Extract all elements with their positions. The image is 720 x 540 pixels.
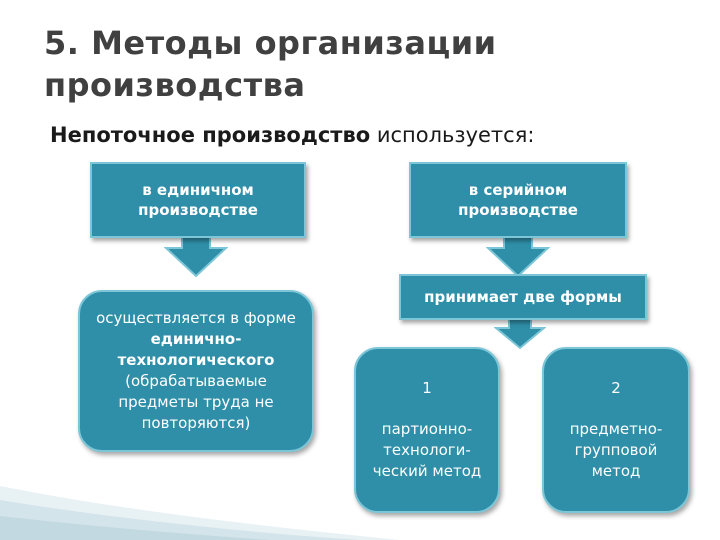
single-description-box: осуществляется в форме единично-технолог… xyxy=(78,290,314,452)
single-desc-bold: единично-технологического xyxy=(117,330,275,369)
form1-text: партионно-технологи-ческий метод xyxy=(372,420,482,480)
serial-production-label: в серийном производстве xyxy=(458,181,578,219)
two-forms-label: принимает две формы xyxy=(424,288,622,306)
decorative-swoosh-icon xyxy=(0,486,400,540)
single-desc-part1: осуществляется в форме xyxy=(96,309,296,327)
single-production-label: в единичном производстве xyxy=(138,181,258,219)
form1-number: 1 xyxy=(422,379,432,397)
form1-box: 1 партионно-технологи-ческий метод xyxy=(354,347,500,513)
two-forms-box: принимает две формы xyxy=(399,274,647,320)
serial-production-box: в серийном производстве xyxy=(409,162,627,238)
slide-subtitle: Непоточное производство используется: xyxy=(50,120,690,150)
slide-title: 5. Методы организации производства xyxy=(44,24,497,104)
subtitle-bold: Непоточное производство xyxy=(50,123,371,147)
subtitle-rest: используется: xyxy=(370,123,535,147)
single-description-text: осуществляется в форме единично-технолог… xyxy=(94,308,298,434)
form2-number: 2 xyxy=(611,379,621,397)
single-desc-part2: (обрабатываемые предметы труда не повтор… xyxy=(118,372,274,432)
form2-text: предметно-групповой метод xyxy=(569,420,663,480)
form2-box: 2 предметно-групповой метод xyxy=(542,347,690,513)
single-production-box: в единичном производстве xyxy=(90,162,306,238)
